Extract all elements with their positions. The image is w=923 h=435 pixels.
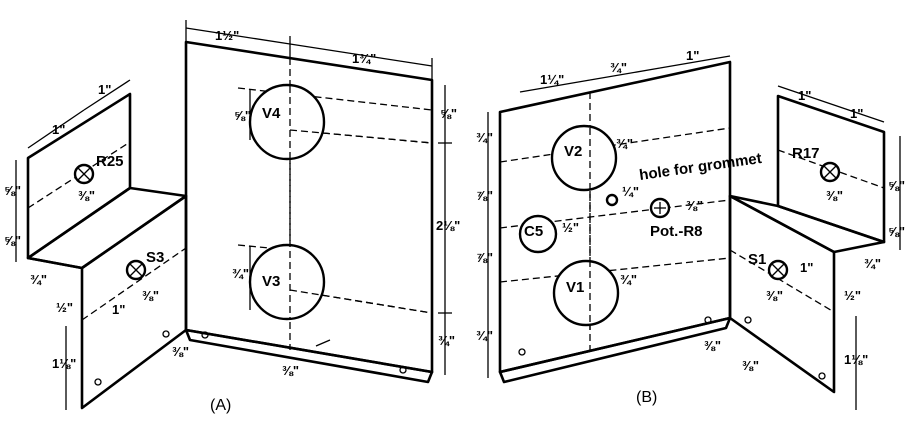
label-pot-r8: Pot.-R8 [650,223,703,240]
label-v3: V3 [262,273,280,290]
bracket-a-dim-side-2: ⅝" [4,233,21,248]
bracket-b: R17 S1 1" 1" ⅝" ⅝" ⅜" ¾" 1" ⅜" ½" 1⅛" ⅜" [728,85,905,410]
dim-right-bottom: ¾" [438,333,455,348]
bracket-a-dim-top-right: 1" [98,82,111,97]
dim-c5-diameter: ½" [562,220,579,235]
bracket-b-dim-step: ¾" [864,256,881,271]
tube-socket-v1 [552,259,620,327]
bracket-a-dim-s-2: ⅜" [142,288,159,303]
dim-grommet: ¼" [622,184,639,199]
label-v2: V2 [564,143,582,160]
grommet-hole [605,193,619,207]
bracket-a: R25 S3 1" 1" ⅝" ⅝" ⅜" ¾" ½" 1" ⅜" 1⅛" ⅜" [4,79,189,410]
panel-b-dim-top-1: 1¼" [540,72,564,87]
label-s1: S1 [748,251,766,268]
label-c5: C5 [524,223,543,240]
note-grommet: hole for grommet [638,150,763,184]
bracket-b-dim-low: 1⅛" [844,352,868,367]
bracket-a-dim-flange: ⅜" [172,344,189,359]
panel-b-bottom-flange [498,316,732,384]
dim-line-top-left [185,27,291,45]
dim-v2-diameter: ¾" [616,136,633,151]
dim-v1-diameter: ¾" [620,272,637,287]
dim-top-left: 1½" [215,28,239,43]
panel-b-dim-left-1: ¾" [476,130,493,145]
bracket-a-lower-face [80,194,188,410]
panel-b-dim-top-3: 1" [686,48,699,63]
dim-v4-diameter: ⅝" [234,108,251,123]
label-v1: V1 [566,279,584,296]
bracket-a-dim-step: ¾" [30,272,47,287]
bracket-b-dim-top-right: 1" [850,106,863,121]
dim-right-top: ⅝" [440,106,457,121]
panel-b-dim-left-3: ⅞" [476,250,493,265]
bracket-a-dim-r-offset: ⅜" [78,188,95,203]
panel-b-dim-top-2: ¾" [610,60,627,75]
panel-a-mount-hole [201,331,209,339]
bracket-b-dim-side-1: ⅝" [888,178,905,193]
bracket-b-dim-flange: ⅜" [742,358,759,373]
panel-a: V4 V3 1½" 1¾" ⅝" ¾" ⅝" 2⅛" ¾" ⅜" (A) [184,20,460,414]
dim-bottom-flange: ⅜" [282,363,299,378]
bracket-b-dim-r-offset: ⅜" [826,188,843,203]
bracket-a-dim-half: ½" [56,300,73,315]
panel-b-dim-bottom-flange: ⅜" [704,338,721,353]
bracket-b-shelf [728,194,886,254]
caption-b: (B) [636,389,657,406]
tube-socket-v2 [550,124,618,192]
bracket-b-dim-side-2: ⅝" [888,224,905,239]
label-r25: R25 [96,153,124,170]
panel-b-dim-left-2: ⅞" [476,188,493,203]
label-s3: S3 [146,249,164,266]
panel-a-guide-line [237,244,291,251]
capacitor-hole-c5 [518,214,558,254]
tube-socket-v4 [248,83,326,161]
dim-line-top-right [289,43,433,67]
panel-a-bottom-flange [184,328,434,384]
dim-pot-r8: ⅜" [686,198,703,213]
panel-b-dim-left-4: ¾" [476,328,493,343]
bracket-b-dim-half: ½" [844,288,861,303]
panel-b: V2 V1 C5 Pot.-R8 hole for grommet 1¼" ¾"… [476,48,763,406]
dim-right-mid: 2⅛" [436,218,460,233]
bracket-b-dim-s-1: 1" [800,260,813,275]
bracket-a-dim-low: 1⅛" [52,356,76,371]
dim-top-right: 1¾" [352,51,376,66]
bracket-a-dim-s-1: 1" [112,302,125,317]
bracket-a-dim-side-1: ⅝" [4,183,21,198]
bracket-b-dim-s-2: ⅜" [766,288,783,303]
bracket-a-dim-top-left: 1" [52,122,65,137]
caption-a: (A) [210,397,231,414]
bracket-b-dim-top-left: 1" [798,88,811,103]
label-r17: R17 [792,145,820,162]
label-v4: V4 [262,105,281,122]
bracket-b-lower-face [728,194,836,394]
dim-v3-diameter: ¾" [232,266,249,281]
panel-a-mount-hole [399,366,407,374]
